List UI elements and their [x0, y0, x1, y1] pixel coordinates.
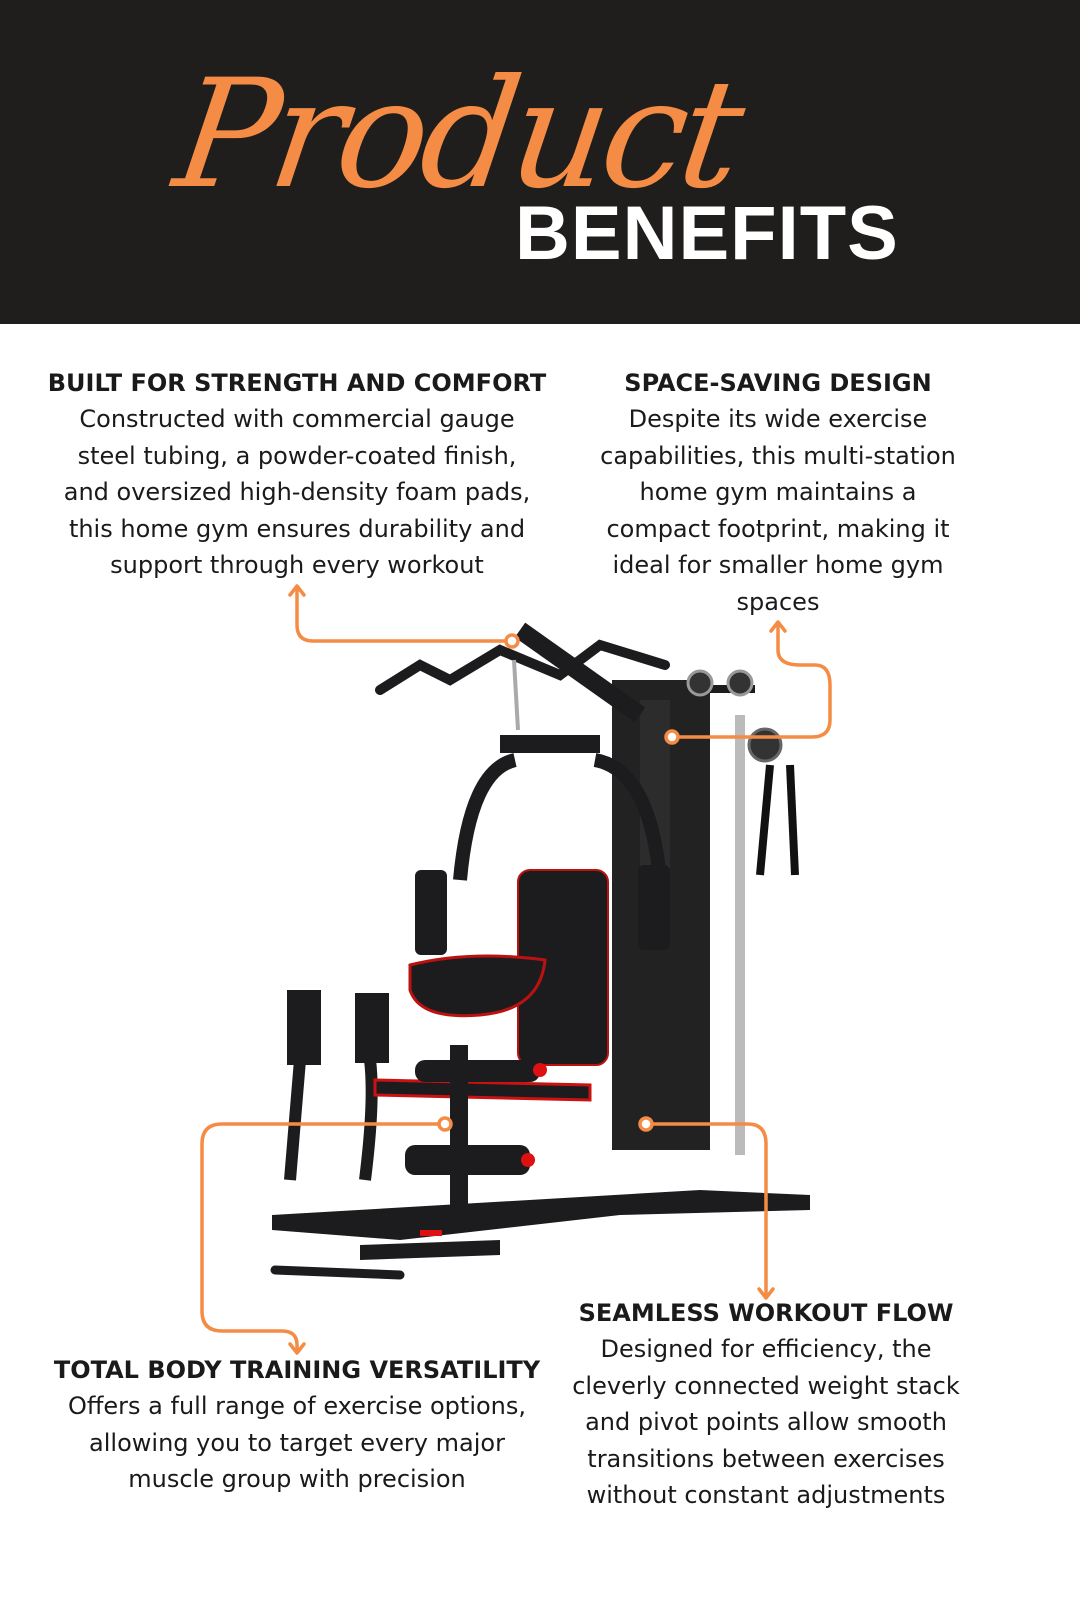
benefit-title: SPACE-SAVING DESIGN [624, 369, 932, 397]
callout-dot-workout-flow [638, 1116, 654, 1132]
benefit-line: and pivot points allow smooth [585, 1408, 947, 1436]
callout-dot-versatility [437, 1116, 453, 1132]
benefit-line: home gym maintains a [639, 478, 917, 506]
callout-dot-space [664, 729, 680, 745]
callout-line-strength [295, 586, 510, 643]
benefit-line: support through every workout [110, 551, 484, 579]
benefit-line: allowing you to target every major [89, 1428, 505, 1457]
benefit-space-saving: SPACE-SAVING DESIGN Despite its wide exe… [518, 365, 1038, 620]
benefit-line: ideal for smaller home gym [612, 551, 944, 579]
benefit-title: SEAMLESS WORKOUT FLOW [578, 1299, 954, 1327]
header-banner: Product BENEFITS [0, 0, 1080, 324]
benefit-title: BUILT FOR STRENGTH AND COMFORT [47, 369, 547, 397]
arrow-down-icon [757, 1287, 775, 1300]
callout-line-space [675, 622, 832, 739]
callout-line-versatility [200, 1122, 442, 1354]
benefit-line: compact footprint, making it [606, 514, 950, 543]
benefit-line: transitions between exercises [587, 1444, 945, 1473]
benefit-line: capabilities, this multi-station [600, 441, 956, 470]
arrow-up-icon [288, 584, 306, 597]
benefit-line: this home gym ensures durability and [68, 514, 526, 543]
benefit-line: Despite its wide exercise [628, 405, 928, 433]
benefit-line: and oversized high-density foam pads, [63, 478, 531, 506]
home-gym-machine [270, 622, 810, 1280]
page-title: BENEFITS [515, 191, 899, 276]
benefit-line: spaces [736, 587, 820, 616]
benefit-title: TOTAL BODY TRAINING VERSATILITY [53, 1356, 541, 1384]
callout-connectors [200, 584, 832, 1355]
callout-line-workout-flow [650, 1122, 768, 1299]
benefit-line: muscle group with precision [128, 1465, 466, 1493]
benefit-line: Constructed with commercial gauge [79, 405, 515, 433]
benefit-line: Offers a full range of exercise options, [67, 1392, 527, 1420]
arrow-up-icon [769, 620, 787, 633]
callout-dot-strength [504, 633, 520, 649]
benefit-versatility: TOTAL BODY TRAINING VERSATILITY Offers a… [37, 1352, 557, 1498]
benefit-line: cleverly connected weight stack [572, 1371, 960, 1400]
arrow-down-icon [288, 1342, 306, 1355]
benefit-workout-flow: SEAMLESS WORKOUT FLOW Designed for effic… [506, 1295, 1026, 1514]
benefit-strength: BUILT FOR STRENGTH AND COMFORT Construct… [37, 365, 557, 584]
benefit-line: Designed for efficiency, the [600, 1335, 932, 1363]
benefit-line: without constant adjustments [586, 1481, 946, 1509]
benefit-line: steel tubing, a powder-coated finish, [77, 441, 517, 470]
